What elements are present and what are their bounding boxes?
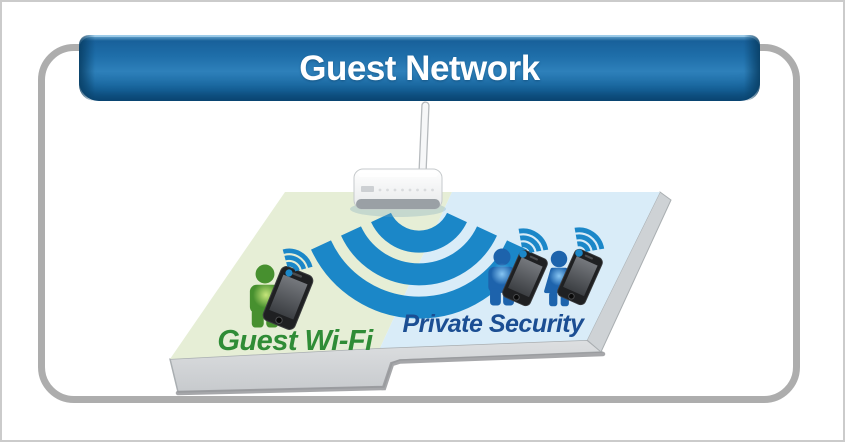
- router-antenna: [418, 101, 430, 175]
- banner-ribbon: Guest Network: [79, 35, 760, 101]
- page-title: Guest Network: [299, 49, 540, 88]
- guest-zone-label: Guest Wi-Fi: [217, 325, 373, 357]
- platform-bottom-shadow: [175, 351, 606, 396]
- private-zone-label: Private Security: [402, 310, 585, 338]
- platform: [169, 191, 672, 396]
- wireless-router-icon: [350, 101, 446, 217]
